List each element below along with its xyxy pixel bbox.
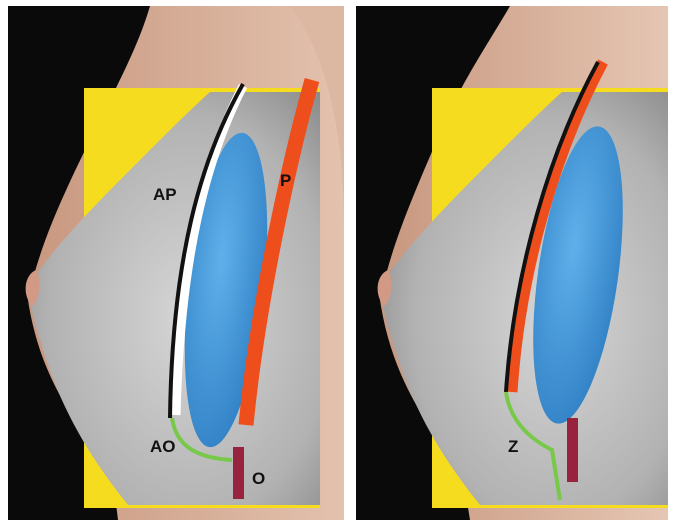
- panel-divider: [344, 0, 356, 529]
- label-o: O: [252, 469, 265, 488]
- right-fold-marker: [567, 418, 578, 482]
- right-panel: Z: [356, 6, 668, 520]
- left-panel: AP P AO O: [8, 6, 344, 520]
- left-fold-marker: [233, 447, 244, 499]
- label-p: P: [280, 171, 291, 190]
- label-ap: AP: [153, 185, 177, 204]
- label-z: Z: [508, 437, 518, 456]
- label-ao: AO: [150, 437, 176, 456]
